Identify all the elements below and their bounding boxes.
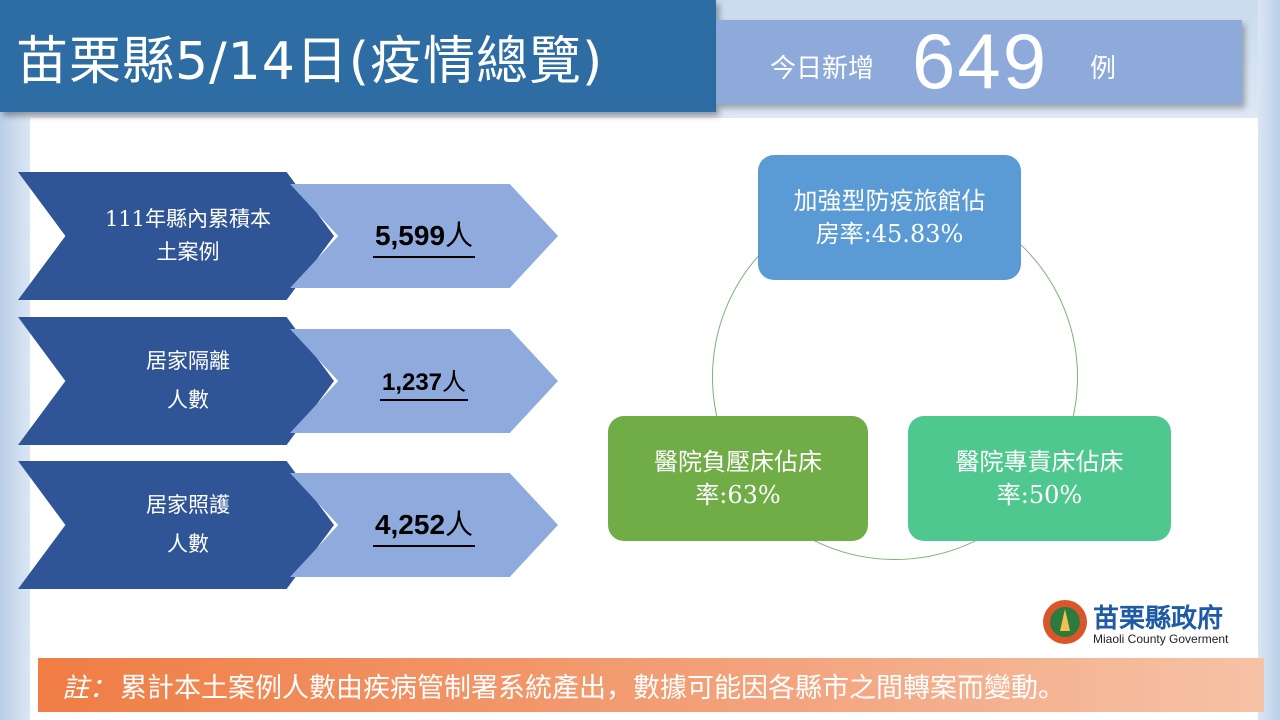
- logo-name-cn: 苗栗縣政府: [1093, 604, 1224, 634]
- stat-unit: 人: [442, 367, 467, 396]
- left-border: [0, 0, 30, 720]
- stat-label-chevron: [18, 461, 334, 589]
- stat-value: 1,237人: [379, 362, 469, 401]
- stat-row-home-care: 居家照護 人數 4,252人: [18, 461, 558, 589]
- title-banner: 苗栗縣5/14日(疫情總覽): [0, 0, 716, 112]
- stat-value: 4,252人: [372, 503, 476, 547]
- stat-number: 1,237: [381, 368, 443, 396]
- page-title: 苗栗縣5/14日(疫情總覽): [16, 31, 604, 92]
- stat-label: 居家照護 人數: [146, 493, 230, 556]
- negative-pressure-bed-box: 醫院負壓床佔床 率:63%: [608, 416, 868, 541]
- stat-number: 4,252: [374, 509, 446, 540]
- logo-name-en: Miaoli County Goverment: [1093, 632, 1229, 646]
- stat-number: 5,599: [374, 220, 446, 251]
- new-cases-count: 649: [912, 17, 1049, 105]
- footnote-text: 累計本土案例人數由疾病管制署系統產出，數據可能因各縣市之間轉案而變動。: [120, 672, 1065, 704]
- stat-value-wrap: 5,599人: [290, 184, 558, 288]
- stat-label: 居家隔離 人數: [146, 349, 230, 412]
- stat-row-cumulative: 111年縣內累積本 土案例 5,599人: [18, 172, 558, 300]
- stat-value-wrap: 1,237人: [290, 329, 558, 433]
- stat-label-chevron: [18, 317, 334, 445]
- new-cases-label: 今日新增: [770, 54, 875, 84]
- footnote-prefix: 註：: [62, 672, 116, 704]
- new-cases-unit: 例: [1090, 54, 1117, 84]
- stat-value: 5,599人: [372, 214, 476, 258]
- stat-unit: 人: [445, 508, 474, 541]
- county-emblem-icon: [1043, 600, 1087, 644]
- right-border: [1258, 0, 1280, 720]
- stat-unit: 人: [445, 219, 474, 252]
- new-cases-banner: 今日新增 649 例: [716, 17, 1242, 105]
- footnote-bar: 註： 累計本土案例人數由疾病管制署系統產出，數據可能因各縣市之間轉案而變動。: [38, 658, 1264, 712]
- stat-value-wrap: 4,252人: [290, 473, 558, 577]
- stat-label: 111年縣內累積本 土案例: [104, 207, 272, 264]
- county-government-logo: 苗栗縣政府 Miaoli County Goverment: [1043, 600, 1243, 652]
- dedicated-bed-box: 醫院專責床佔床 率:50%: [908, 416, 1171, 541]
- stat-label-chevron: [18, 172, 334, 300]
- hotel-occupancy-box: 加強型防疫旅館佔 房率:45.83%: [758, 155, 1021, 280]
- stat-row-home-quarantine: 居家隔離 人數 1,237人: [18, 317, 558, 445]
